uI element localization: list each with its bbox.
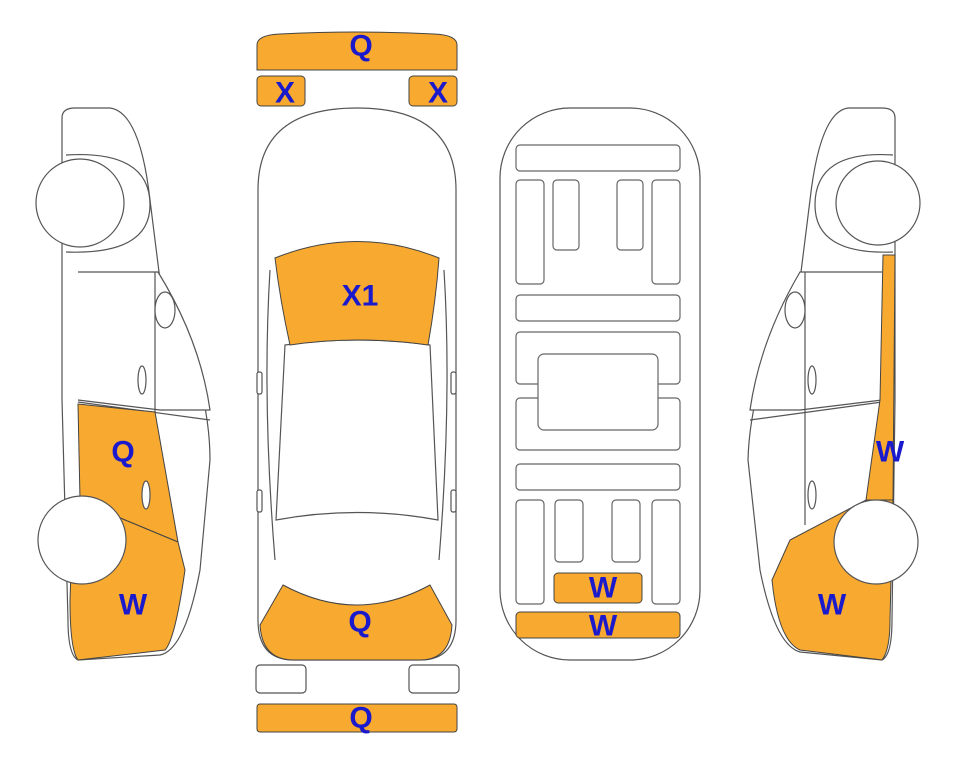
code-rear-bumper-top: Q <box>348 606 371 639</box>
front-right-light-part[interactable] <box>408 75 458 107</box>
code-right-rocker: W <box>876 436 905 469</box>
rear-bumper-top-part[interactable] <box>259 584 453 661</box>
code-front-bumper-bar: Q <box>349 30 372 63</box>
top-view-right-side-line <box>438 269 448 561</box>
trunk-inner-small-part[interactable] <box>553 572 643 604</box>
underbody-panel <box>552 179 580 251</box>
front-left-light-part[interactable] <box>256 75 306 107</box>
code-windshield: X1 <box>342 280 379 313</box>
underbody-view <box>499 107 701 661</box>
underbody-panel <box>515 463 681 491</box>
trunk-inner-sill-part[interactable] <box>515 611 681 639</box>
left-front-wheel <box>35 158 125 248</box>
underbody-panel <box>651 499 681 605</box>
underbody-panel <box>554 499 584 563</box>
damage-code-labels: Q X X X1 Q Q Q W W W W W <box>111 30 905 735</box>
underbody-panel <box>611 499 641 563</box>
underbody-panel <box>515 179 545 285</box>
left-front-handle-icon <box>137 365 147 395</box>
rear-right-light <box>408 664 460 694</box>
right-rear-wheel <box>833 499 919 585</box>
left-mirror-icon <box>256 371 263 395</box>
underbody-center-panel <box>537 353 659 431</box>
left-rear-handle-icon <box>141 480 151 510</box>
windshield-part[interactable] <box>274 241 440 346</box>
underbody-panel <box>616 179 644 251</box>
right-front-handle-icon <box>807 365 817 395</box>
code-rear-bumper-bar: Q <box>349 702 372 735</box>
right-side-belt-line <box>749 401 883 421</box>
code-trunk-inner-sill: W <box>589 610 618 643</box>
rear-bumper-bar-part[interactable] <box>256 703 458 733</box>
right-front-wheel <box>835 160 921 246</box>
left-mirror-icon <box>154 291 176 329</box>
underbody-panel <box>651 179 681 285</box>
right-mirror-icon <box>784 291 806 329</box>
underbody-panel <box>515 144 681 172</box>
rear-left-light <box>255 664 307 694</box>
underbody-panel <box>515 294 681 322</box>
front-bumper-bar-part[interactable] <box>256 31 458 71</box>
right-mirror-icon <box>450 371 457 395</box>
right-rear-handle-icon <box>807 480 817 510</box>
top-view-car <box>255 107 460 694</box>
code-trunk-inner-small: W <box>589 572 618 605</box>
left-rear-wheel <box>37 495 127 585</box>
code-front-right-light: X <box>428 77 448 110</box>
top-view-left-side-line <box>266 269 276 561</box>
right-side-window-line <box>749 271 883 411</box>
code-left-rear-door: Q <box>111 436 134 469</box>
code-left-rear-fender: W <box>119 589 148 622</box>
left-rear-handle-icon <box>256 489 263 513</box>
top-view-roof <box>275 339 439 521</box>
right-rear-handle-icon <box>450 489 457 513</box>
code-right-rear-fender: W <box>818 589 847 622</box>
underbody-panel <box>515 499 545 605</box>
left-side-window-line <box>77 271 211 411</box>
code-front-left-light: X <box>275 77 295 110</box>
